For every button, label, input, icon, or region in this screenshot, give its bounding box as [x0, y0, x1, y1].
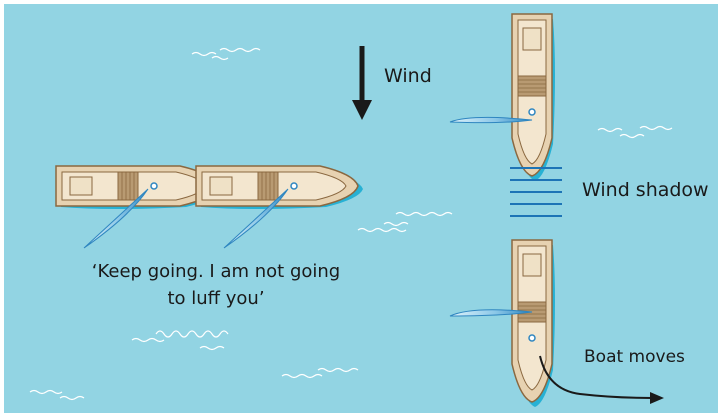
- wind-shadow-label: Wind shadow: [582, 179, 709, 201]
- speech-line-2: to luff you’: [167, 288, 264, 309]
- boat-moves-label: Boat moves: [584, 347, 685, 367]
- wind-label: Wind: [384, 65, 432, 87]
- speech-line-1: ‘Keep going. I am not going: [92, 261, 340, 282]
